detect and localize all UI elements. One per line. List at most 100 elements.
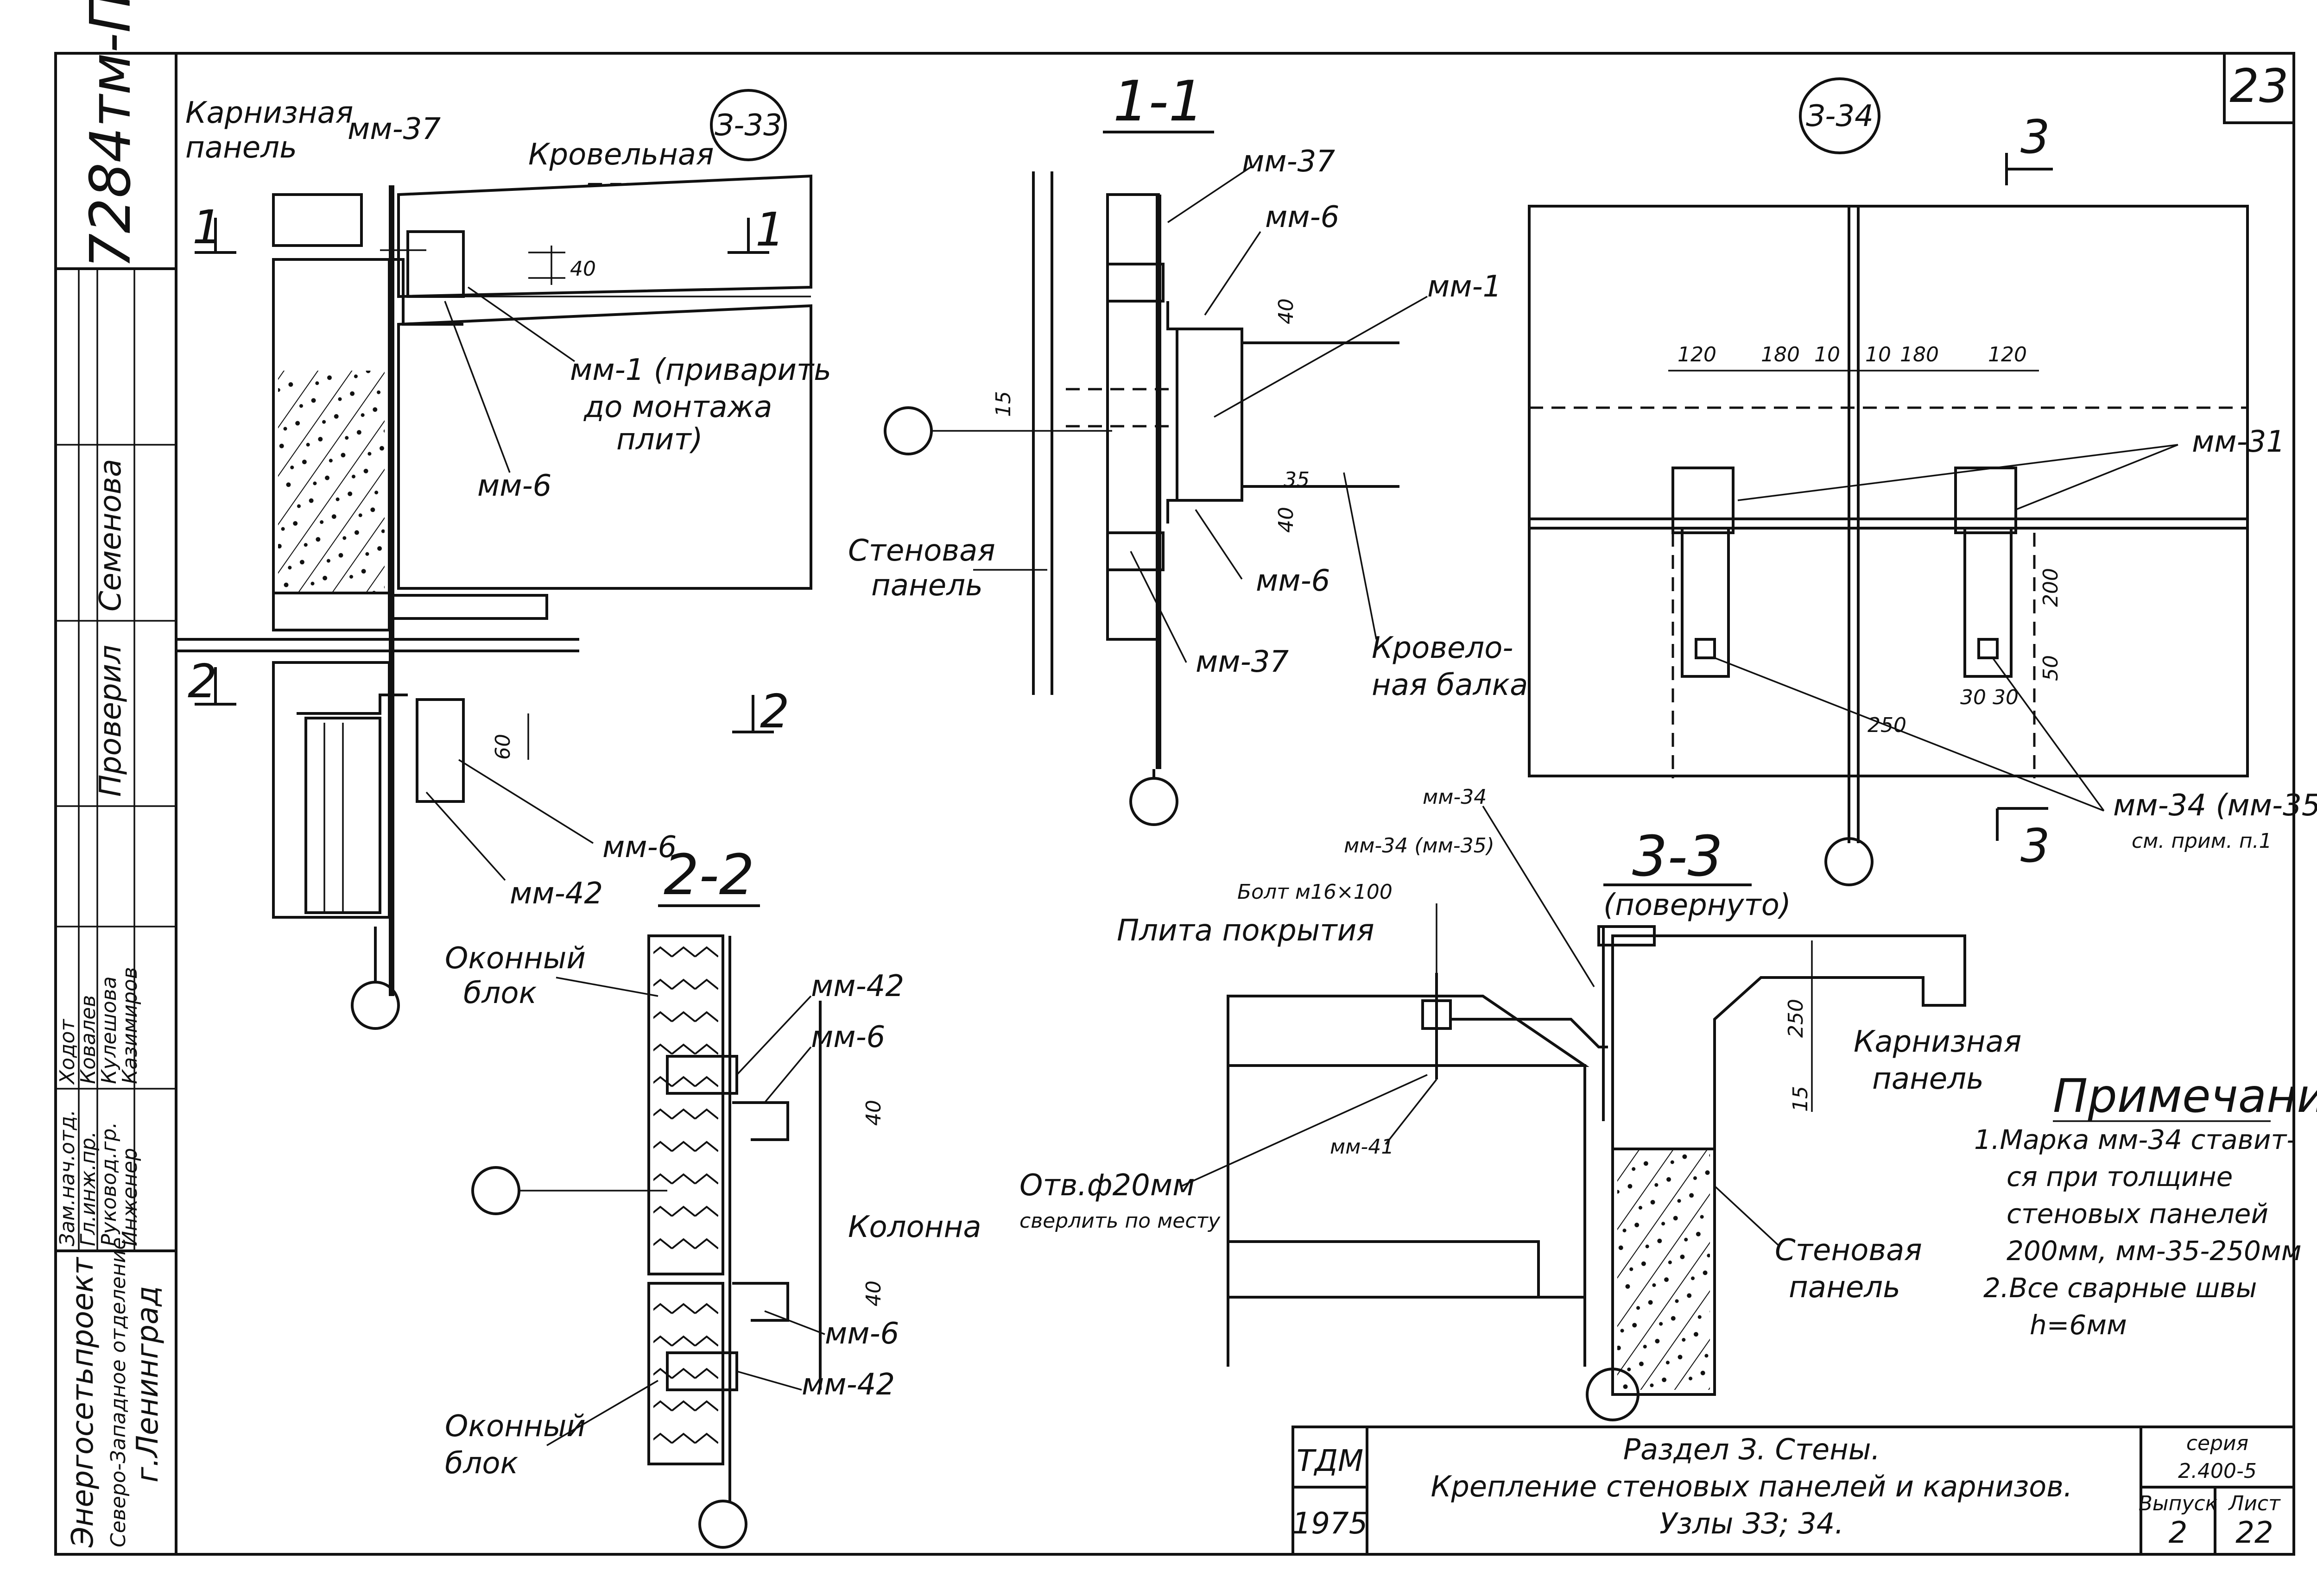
label-kolonna: Колонна (848, 1210, 981, 1244)
label-mm1b: до монтажа (583, 390, 772, 424)
notes-line-6: h=6мм (2030, 1309, 2127, 1341)
cut-2-left: 2 (188, 654, 217, 708)
dim-40-top: 40 (862, 1100, 886, 1126)
notes-line-4: 200мм, мм-35-250мм (2007, 1235, 2301, 1267)
label-mm1: мм-1 (1427, 270, 1501, 304)
stamp-role-3: Руковод.гр. (97, 1122, 121, 1246)
tb-year: 1975 (1292, 1507, 1368, 1541)
dim-15b: 15 (1789, 1086, 1812, 1112)
label-mm34-b: см. прим. п.1 (2132, 829, 2272, 853)
dim-120b: 120 (1988, 343, 2027, 366)
tb-tdm: ТДМ (1297, 1444, 1363, 1478)
tb-line-1: Раздел З. Стены. (1623, 1432, 1880, 1466)
tb-list-value: 22 (2235, 1516, 2273, 1550)
label-wall-b: панель (1789, 1270, 1900, 1305)
notes: Примечания: 1.Марка мм-34 ставит- ся при… (1974, 1069, 2317, 1341)
label-beam-b: ная балка (1372, 668, 1528, 702)
stamp-role-4: Инженер (118, 1148, 142, 1246)
label-hole-b: сверлить по месту (1019, 1209, 1221, 1233)
dim-35: 35 (1284, 468, 1310, 492)
label-mm31: мм-31 (2192, 425, 2285, 459)
dim-15: 15 (992, 391, 1015, 417)
label-karniz-b: панель (1872, 1062, 1984, 1096)
label-okon2-b: блок (445, 1446, 519, 1481)
tb-vyp-value: 2 (2169, 1516, 2188, 1550)
label-mm42-bot: мм-42 (802, 1368, 895, 1402)
label-plita: Плита покрытия (1117, 914, 1374, 948)
section-3-3: 3-3 (повернуто) мм-34 мм-34 (мм-35) Болт… (1019, 785, 2021, 1421)
dim-200: 200 (2039, 568, 2063, 607)
stamp-name-3: Кулешова (97, 976, 121, 1084)
tb-series-label: серия (2186, 1432, 2248, 1455)
stamp-checker: Семенова (94, 459, 128, 612)
dim-10a: 10 (1814, 343, 1840, 366)
dim-40b: 40 (1274, 507, 1298, 533)
label-okon-a: Оконный (445, 941, 586, 976)
tb-vyp-label: Выпуск (2139, 1492, 2218, 1515)
label-mm42: мм-42 (510, 877, 603, 911)
node-34: З-34 3 120 180 10 10 180 120 мм-31 200 5… (1528, 77, 2317, 886)
section-3-3-title: 3-3 (1632, 825, 1723, 889)
tb-list-label: Лист (2228, 1492, 2281, 1515)
label-mm1c: плит) (616, 423, 703, 457)
notes-line-1: 1.Марка мм-34 ставит- (1974, 1124, 2296, 1155)
label-wall-a: Стеновая (848, 534, 995, 568)
cut-1-left: 1 (192, 200, 222, 254)
label-krov: Кровельная (528, 138, 714, 172)
label-hole-a: Отв.ф20мм (1019, 1168, 1195, 1203)
notes-line-2: ся при толщине (2007, 1161, 2233, 1192)
dim-180b: 180 (1900, 343, 1939, 366)
label-karniz: Карнизная (185, 96, 353, 130)
label-mm1a: мм-1 (приварить (570, 353, 831, 387)
dim-120a: 120 (1678, 343, 1716, 366)
cut-2-right: 2 (760, 684, 790, 738)
label-wall-b: панель (871, 568, 983, 603)
section-1-1-title: 1-1 (1113, 69, 1204, 134)
dim-10b: 10 (1865, 343, 1891, 366)
stamp-role-2: Гл.инж.пр. (76, 1131, 100, 1246)
label-bolt: Болт м16×100 (1237, 880, 1393, 904)
section-2-2: 2-2 Оконный блок мм-42 мм-6 40 Колонна 4… (445, 843, 981, 1549)
dim-3030: 30 30 (1960, 686, 2019, 709)
label-mm34-35: мм-34 (мм-35) (1344, 834, 1494, 858)
org-city: г.Ленинград (131, 1286, 165, 1482)
dim-60: 60 (491, 734, 515, 760)
label-okon2-a: Оконный (445, 1409, 586, 1444)
sheet-number: 23 (2229, 59, 2288, 113)
dim-40a: 40 (1274, 298, 1298, 324)
node-33: З-33 Карнизная панель мм-37 Кровельная п… (176, 89, 831, 1030)
dim-40-bot: 40 (862, 1281, 886, 1306)
dim-50: 50 (2039, 655, 2063, 681)
notes-title: Примечания: (2053, 1069, 2317, 1123)
cut-3-bottom: 3 (2020, 819, 2050, 873)
doc-code: 7284тм-П-24 (79, 0, 143, 269)
label-mm6-bot: мм-6 (1256, 564, 1330, 598)
label-okon-b: блок (463, 976, 537, 1010)
title-block: ТДМ 1975 Раздел З. Стены. Крепление стен… (1291, 1426, 2295, 1556)
label-mm6: мм-6 (477, 469, 551, 503)
section-1-1: 1-1 15 40 35 40 мм-37 мм-6 мм-1 Стеновая… (848, 69, 1528, 826)
cut-1-right: 1 (755, 202, 785, 257)
label-mm42-top: мм-42 (811, 969, 904, 1003)
sheet-frame: 23 (54, 52, 2295, 1556)
org-branch: Северо-Западное отделение (107, 1237, 130, 1547)
cut-3-top: 3 (2020, 110, 2050, 164)
label-mm37-top: мм-37 (1242, 145, 1335, 179)
label-karniz-a: Карнизная (1854, 1025, 2021, 1059)
notes-line-3: стеновых панелей (2007, 1198, 2268, 1230)
tb-series-value: 2.400-5 (2178, 1459, 2257, 1483)
tb-line-3: Узлы ЗЗ; 34. (1659, 1507, 1844, 1540)
section-2-2-title: 2-2 (664, 843, 754, 908)
label-beam-a: Кровело- (1372, 631, 1513, 665)
label-wall-a: Стеновая (1775, 1233, 1922, 1268)
node-34-bubble: З-34 (1806, 99, 1874, 133)
label-mm6-bot: мм-6 (825, 1317, 899, 1351)
label-mm6-b: мм-6 (602, 830, 677, 864)
stamp-name-1: Ходот (56, 1019, 79, 1085)
dim-180a: 180 (1761, 343, 1800, 366)
label-mm34: мм-34 (1423, 785, 1487, 809)
stamp-name-2: Ковалев (76, 995, 100, 1084)
dim-250: 250 (1784, 999, 1808, 1038)
label-mm34-a: мм-34 (мм-35) (2113, 789, 2317, 823)
